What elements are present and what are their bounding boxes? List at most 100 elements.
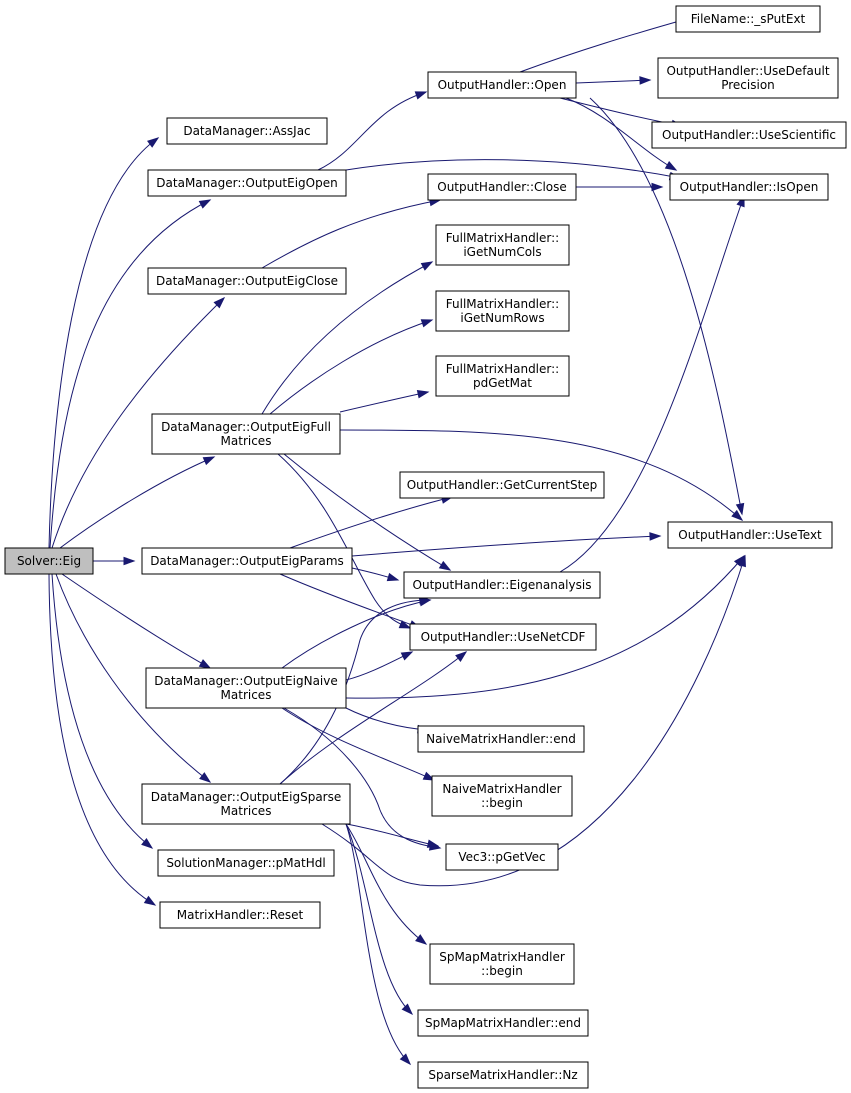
node-label: Matrices: [221, 804, 272, 818]
edge-line: [261, 261, 433, 415]
node-label: DataManager::OutputEigSparse: [151, 790, 342, 804]
edge-line: [48, 573, 156, 906]
node-box: [141, 783, 351, 825]
node-label: Solver::Eig: [17, 554, 81, 568]
node-sm-pmathdl[interactable]: SolutionManager::pMatHdl: [157, 849, 335, 877]
edge-solver_eig-to-dm_assjac: [48, 137, 160, 549]
edge-dm_outputeigsparse-to-smh_begin: [345, 823, 428, 945]
node-label: ::begin: [481, 796, 523, 810]
node-solver-eig[interactable]: Solver::Eig: [4, 547, 94, 575]
node-mh-reset[interactable]: MatrixHandler::Reset: [159, 901, 321, 929]
node-box: [403, 571, 601, 599]
node-label: SolutionManager::pMatHdl: [166, 856, 325, 870]
node-label: DataManager::OutputEigFull: [161, 420, 331, 434]
edge-line: [281, 707, 435, 781]
node-label: FullMatrixHandler::: [446, 231, 559, 245]
edge-arrowhead: [651, 182, 664, 192]
node-dm-outputeigclose[interactable]: DataManager::OutputEigClose: [147, 267, 347, 295]
edge-line: [345, 823, 411, 1065]
edge-dm_outputeigparams-to-oh_usenetcdf: [279, 573, 422, 629]
node-fmh-cols[interactable]: FullMatrixHandler::iGetNumCols: [435, 224, 570, 266]
node-oh-getcurrentstep[interactable]: OutputHandler::GetCurrentStep: [399, 471, 605, 499]
edge-arrowhead: [202, 456, 216, 466]
node-oh-close[interactable]: OutputHandler::Close: [427, 173, 577, 201]
node-fmh-mat[interactable]: FullMatrixHandler::pdGetMat: [435, 355, 570, 397]
node-label: Matrices: [221, 688, 272, 702]
edge-arrowhead: [639, 76, 652, 85]
node-oh-usetext[interactable]: OutputHandler::UseText: [667, 521, 833, 549]
node-vec3-pgetvec[interactable]: Vec3::pGetVec: [445, 843, 559, 871]
edge-dm_outputeignaive-to-nmh_begin: [281, 707, 436, 781]
node-sparse-nz[interactable]: SparseMatrixHandler::Nz: [417, 1061, 589, 1089]
edge-line: [51, 297, 225, 549]
node-box: [417, 1009, 589, 1037]
node-box: [151, 413, 341, 455]
node-box: [399, 471, 605, 499]
edge-line: [559, 195, 745, 573]
edge-arrowhead: [141, 838, 154, 849]
node-label: OutputHandler::Eigenanalysis: [413, 578, 592, 592]
node-box: [417, 725, 585, 753]
edge-dm_outputeignaive-to-oh_usenetcdf: [345, 651, 414, 681]
edge-dm_outputeigsparse-to-oh_usetext: [321, 554, 746, 887]
edge-arrowhead: [386, 572, 400, 582]
node-oh-open[interactable]: OutputHandler::Open: [427, 71, 577, 99]
edge-arrowhead: [737, 554, 746, 568]
edge-dm_outputeigfull-to-oh_usenetcdf: [277, 453, 412, 629]
node-label: FullMatrixHandler::: [446, 297, 559, 311]
edge-line: [55, 573, 211, 783]
node-box: [427, 173, 577, 201]
node-oh-usescientific[interactable]: OutputHandler::UseScientific: [651, 121, 847, 149]
edge-line: [345, 159, 681, 179]
node-label: DataManager::OutputEigClose: [156, 274, 338, 288]
node-box: [141, 547, 353, 575]
edge-layer: [48, 16, 746, 1066]
edge-arrowhead: [399, 1053, 412, 1066]
node-dm-assjac[interactable]: DataManager::AssJac: [166, 117, 328, 145]
edge-solver_eig-to-mh_reset: [48, 573, 157, 906]
edge-line: [48, 137, 159, 549]
node-smh-begin[interactable]: SpMapMatrixHandler::begin: [429, 943, 575, 985]
node-nmh-end[interactable]: NaiveMatrixHandler::end: [417, 725, 585, 753]
edge-arrowhead: [147, 137, 160, 148]
edge-line: [51, 573, 153, 849]
edge-line: [283, 453, 451, 571]
node-box: [675, 5, 821, 33]
node-smh-end[interactable]: SpMapMatrixHandler::end: [417, 1009, 589, 1037]
node-dm-outputeigparams[interactable]: DataManager::OutputEigParams: [141, 547, 353, 575]
node-box: [657, 57, 839, 99]
node-label: DataManager::OutputEigNaive: [154, 674, 338, 688]
edge-dm_outputeigparams-to-oh_getcurrentstep: [289, 495, 454, 549]
edge-line: [345, 707, 429, 731]
edge-dm_outputeigclose-to-oh_close: [261, 197, 442, 269]
node-oh-usenetcdf[interactable]: OutputHandler::UseNetCDF: [409, 623, 597, 651]
edge-arrowhead: [199, 772, 212, 783]
edge-solver_eig-to-dm_outputeigopen: [49, 199, 212, 549]
edge-arrowhead: [198, 659, 212, 669]
node-label: NaiveMatrixHandler::end: [426, 732, 576, 746]
node-box: [157, 849, 335, 877]
edge-arrowhead: [438, 560, 452, 571]
edge-line: [565, 97, 677, 171]
node-dm-outputeigopen[interactable]: DataManager::OutputEigOpen: [147, 169, 347, 197]
edge-arrowhead: [414, 91, 428, 100]
node-oh-isopen[interactable]: OutputHandler::IsOpen: [669, 173, 829, 201]
edge-line: [281, 599, 431, 669]
edge-line: [279, 651, 467, 785]
node-fmh-rows[interactable]: FullMatrixHandler::iGetNumRows: [435, 290, 570, 332]
node-oh-eigen[interactable]: OutputHandler::Eigenanalysis: [403, 571, 601, 599]
edge-dm_outputeigparams-to-oh_usetext: [351, 532, 662, 557]
node-box: [166, 117, 328, 145]
node-nmh-begin[interactable]: NaiveMatrixHandler::begin: [431, 775, 573, 817]
edge-line: [49, 199, 211, 549]
edge-dm_outputeignaive-to-nmh_end: [345, 707, 430, 734]
edge-solver_eig-to-dm_outputeigfull: [59, 456, 216, 549]
node-fn-sputext[interactable]: FileName::_sPutExt: [675, 5, 821, 33]
node-box: [435, 224, 570, 266]
node-label: Precision: [721, 78, 775, 92]
node-label: OutputHandler::UseDefault: [666, 64, 829, 78]
